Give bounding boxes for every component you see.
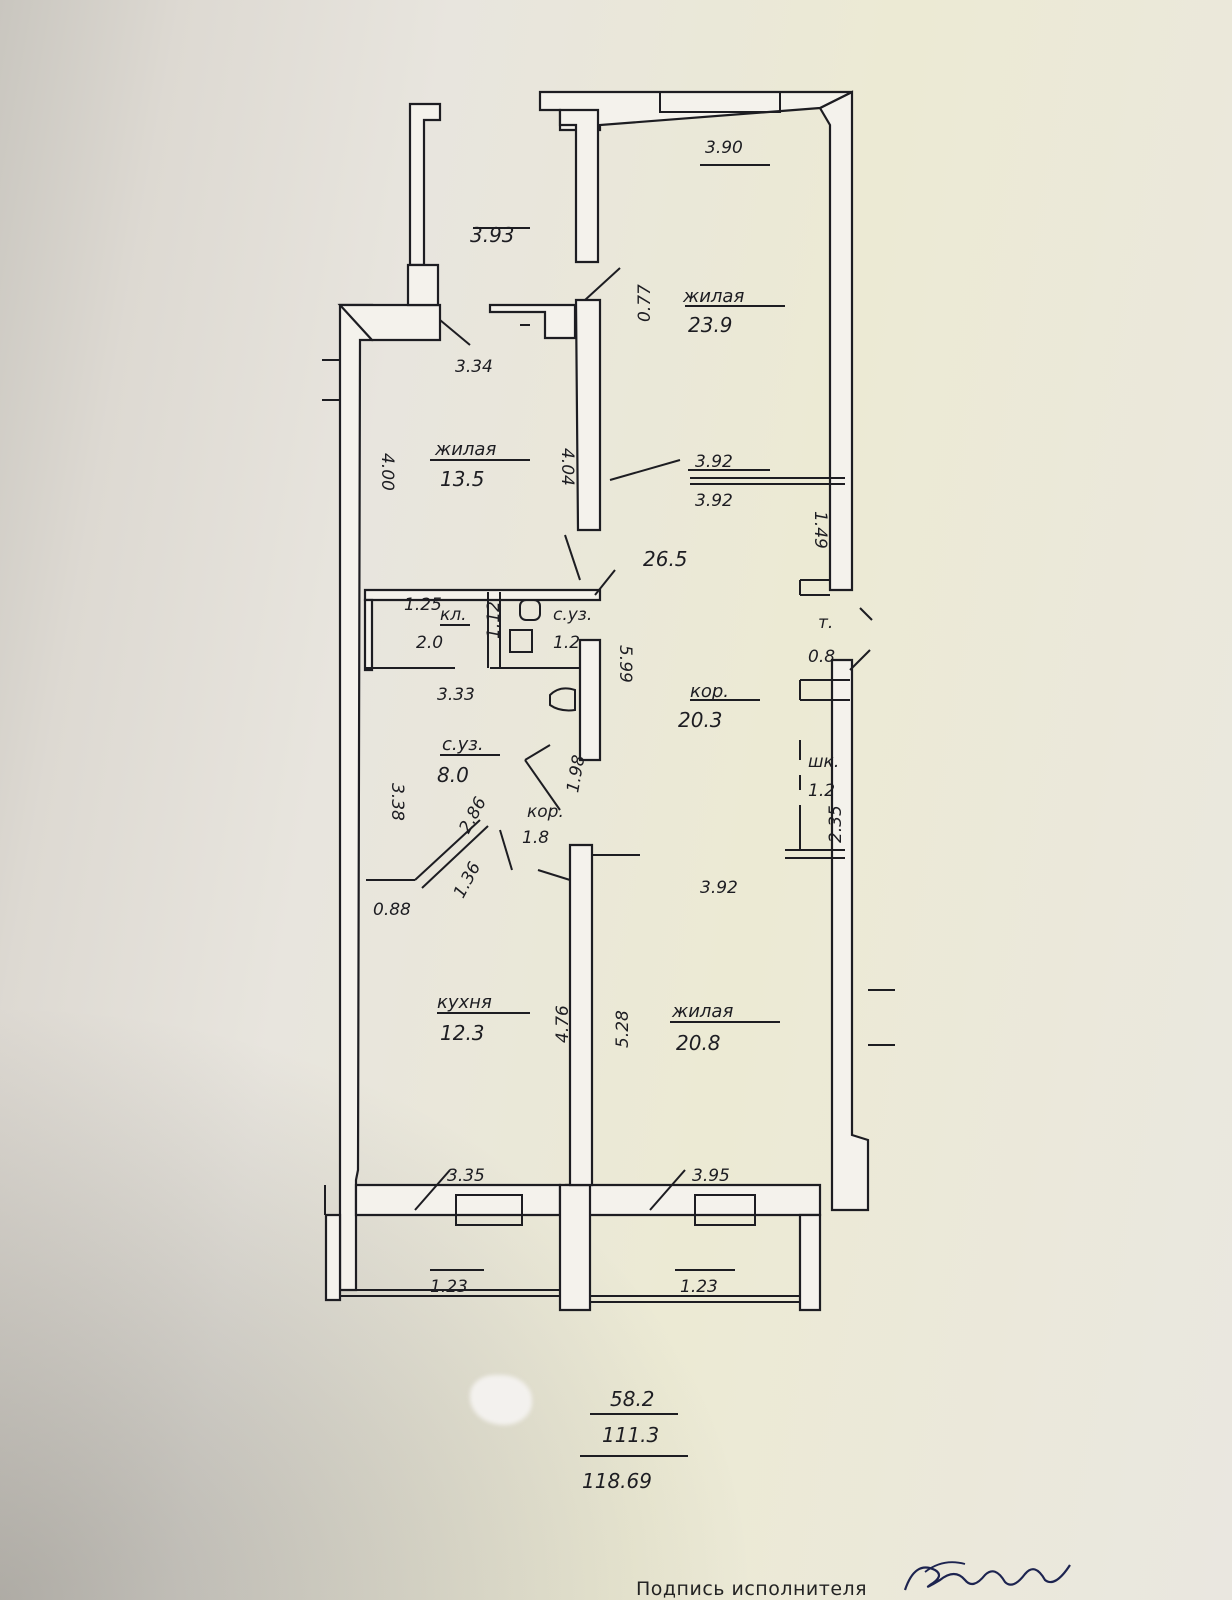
outer-walls — [324, 90, 870, 1312]
living-top-door: 0.77 — [635, 284, 655, 322]
interior-lines — [322, 91, 895, 1303]
living-top-area: 23.9 — [688, 313, 733, 337]
balcony-area: 3.93 — [470, 223, 515, 247]
total-area: 111.3 — [602, 1423, 659, 1447]
wardrobe-area: 1.2 — [808, 781, 835, 801]
hall-width-2: 3.92 — [695, 491, 733, 511]
wc-small-area: 1.2 — [553, 633, 580, 653]
living-left-door: 3.34 — [455, 357, 493, 377]
corridor-width: 3.92 — [700, 878, 738, 898]
storage-height: 1.12 — [484, 601, 504, 639]
corridor-small-name: кор. — [527, 802, 564, 822]
living-left-height-left: 4.00 — [377, 453, 397, 491]
total-overall: 118.69 — [582, 1469, 652, 1493]
loggia-left-width: 1.23 — [430, 1277, 468, 1297]
total-living: 58.2 — [610, 1387, 655, 1411]
corridor-length: 5.99 — [615, 645, 635, 683]
loggia-right-width: 1.23 — [680, 1277, 718, 1297]
signature-label: Подпись исполнителя — [636, 1578, 868, 1600]
wardrobe-height: 2.35 — [826, 805, 846, 843]
storage-name: кл. — [440, 605, 467, 625]
room-labels: 3.93 3.90 жилая 23.9 0.77 3.34 4.00 4.04… — [373, 138, 846, 1297]
kitchen-diag: 1.36 — [450, 859, 486, 902]
area-totals: 58.2 111.3 118.69 — [580, 1387, 688, 1493]
wc-small-name: с.уз. — [553, 605, 592, 625]
kitchen-area: 12.3 — [440, 1021, 485, 1045]
bathroom-height: 3.38 — [387, 783, 407, 821]
bathroom-door: 2.86 — [455, 794, 491, 837]
living-left-area: 13.5 — [440, 467, 485, 491]
corridor-name: кор. — [690, 681, 729, 702]
storage-width: 1.25 — [404, 595, 442, 615]
bathroom-name: с.уз. — [442, 734, 484, 755]
wardrobe-name: шк. — [808, 752, 839, 772]
redaction-smudge — [470, 1375, 532, 1425]
photo-shadow — [0, 1000, 760, 1600]
corridor-area: 20.3 — [678, 708, 723, 732]
living-bottom-name: жилая — [671, 1001, 733, 1022]
living-top-width: 3.90 — [705, 138, 743, 158]
kitchen-name: кухня — [437, 992, 492, 1013]
corridor-small-area: 1.8 — [522, 828, 549, 848]
bathroom-area: 8.0 — [437, 763, 469, 787]
hall-width-1: 3.92 — [695, 452, 733, 472]
living-bottom-area: 20.8 — [676, 1031, 721, 1055]
vestibule-name: т. — [818, 613, 833, 633]
living-bottom-width: 3.95 — [692, 1166, 730, 1186]
kitchen-edge: 0.88 — [373, 900, 411, 920]
corridor-small-height: 1.98 — [563, 753, 589, 794]
bathroom-width: 3.33 — [437, 685, 475, 705]
living-left-name: жилая — [434, 439, 496, 460]
living-bottom-height: 5.28 — [613, 1010, 633, 1048]
living-top-name: жилая — [682, 286, 744, 307]
hall-side: 1.49 — [810, 511, 830, 549]
signature-mark — [903, 1561, 1071, 1591]
living-left-height-right: 4.04 — [557, 448, 577, 486]
kitchen-height: 4.76 — [553, 1005, 573, 1043]
storage-area: 2.0 — [416, 633, 443, 653]
hall-area: 26.5 — [643, 547, 688, 571]
kitchen-width: 3.35 — [447, 1166, 485, 1186]
vestibule-area: 0.8 — [808, 647, 835, 667]
